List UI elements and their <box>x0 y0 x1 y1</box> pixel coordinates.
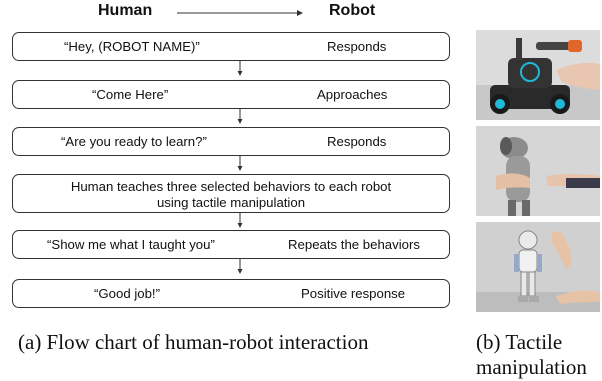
flow-step-ready-to-learn: “Are you ready to learn?” Responds <box>12 127 450 156</box>
teaching-text-line-2: using tactile manipulation <box>156 195 306 210</box>
human-utterance: “Show me what I taught you” <box>47 237 215 252</box>
flow-connector-arrow-icon <box>237 213 243 228</box>
flow-connector-arrow-icon <box>237 109 243 124</box>
robot-column-header: Robot <box>329 2 376 19</box>
flow-connector-arrow-icon <box>237 61 243 76</box>
flow-step-show-me: “Show me what I taught you” Repeats the … <box>12 230 450 259</box>
caption-flow-chart: (a) Flow chart of human-robot interactio… <box>18 330 369 354</box>
human-utterance: “Come Here” <box>92 87 169 102</box>
humanoid-robot-photo <box>476 222 600 312</box>
flow-step-come-here: “Come Here” Approaches <box>12 80 450 109</box>
flow-connector-arrow-icon <box>237 156 243 171</box>
robot-dog-photo <box>476 126 600 216</box>
human-utterance: “Hey, (ROBOT NAME)” <box>64 39 200 54</box>
wheeled-robot-photo <box>476 30 600 120</box>
robot-response: Approaches <box>317 87 388 102</box>
flow-step-good-job: “Good job!” Positive response <box>12 279 450 308</box>
robot-response: Positive response <box>301 286 406 301</box>
flow-connector-arrow-icon <box>237 259 243 274</box>
caption-tactile-line-1: (b) Tactile <box>476 330 563 354</box>
teaching-text-line-1: Human teaches three selected behaviors t… <box>70 179 392 194</box>
robot-response: Responds <box>327 39 387 54</box>
robot-response: Repeats the behaviors <box>288 237 420 252</box>
direction-arrow-icon <box>177 10 303 16</box>
caption-tactile-line-2: manipulation <box>476 355 587 379</box>
human-column-header: Human <box>98 2 153 19</box>
human-utterance: “Good job!” <box>94 286 160 301</box>
flow-step-greeting: “Hey, (ROBOT NAME)” Responds <box>12 32 450 61</box>
human-utterance: “Are you ready to learn?” <box>61 134 207 149</box>
robot-response: Responds <box>327 134 387 149</box>
flow-step-teaching: Human teaches three selected behaviors t… <box>12 174 450 213</box>
